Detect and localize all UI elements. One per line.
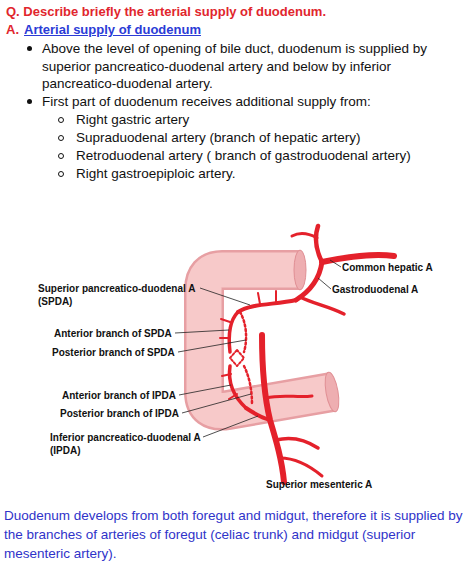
anterior-spda xyxy=(229,312,238,352)
sma-branch xyxy=(266,396,312,398)
bullet-ring xyxy=(58,153,64,159)
answer-heading: Arterial supply of duodenum xyxy=(24,22,201,38)
artery-label: Anterior branch of SPDA xyxy=(54,327,172,340)
page-title: Q. Describe briefly the arterial supply … xyxy=(6,4,326,20)
duodenum-cut-end xyxy=(294,250,306,290)
bullet-ring xyxy=(58,135,64,141)
leader-line xyxy=(178,340,246,352)
leader-line xyxy=(200,288,250,305)
artery-label: Posterior branch of SPDA xyxy=(52,346,175,359)
bullet-disc xyxy=(27,99,32,104)
posterior-spda xyxy=(240,312,246,352)
common-hepatic-artery xyxy=(322,255,394,262)
bullet-disc xyxy=(27,46,32,51)
posterior-ipda xyxy=(244,366,252,404)
anastomosis-loop xyxy=(230,350,244,366)
leader-line xyxy=(179,385,231,395)
gastroduodenal-artery xyxy=(296,262,322,300)
artery-label: Superior pancreatico-duodenal A (SPDA) xyxy=(38,282,213,308)
right-gastroepiploic-artery xyxy=(300,297,344,314)
sub-bullet-text: Right gastroepiploic artery. xyxy=(76,165,466,183)
artery-label: Anterior branch of IPDA xyxy=(62,389,176,402)
bullet-ring xyxy=(58,117,64,123)
duodenum-cut-end xyxy=(323,371,342,412)
anterior-ipda xyxy=(230,366,246,408)
duodenum-wall xyxy=(204,270,332,411)
bullet-ring xyxy=(58,171,64,177)
leader-line xyxy=(175,330,229,333)
sma-branch xyxy=(276,438,318,448)
right-gastric-artery xyxy=(292,234,317,238)
sub-bullet-text: Right gastric artery xyxy=(76,111,466,129)
spda-trunk xyxy=(238,300,296,312)
artery-label: Inferior pancreatico-duodenal A (IPDA) xyxy=(50,431,220,457)
sub-bullet-text: Retroduodenal artery ( branch of gastrod… xyxy=(76,147,466,165)
artery-label: Superior mesenteric A xyxy=(266,478,372,491)
answer-mark: A. xyxy=(6,22,19,38)
hepatic-artery xyxy=(316,226,322,262)
superior-mesenteric-artery xyxy=(262,335,284,482)
bullet-text: First part of duodenum receives addition… xyxy=(42,93,467,111)
sma-branch xyxy=(280,458,322,476)
page-caption: Duodenum develops from both foregut and … xyxy=(4,506,472,563)
leader-line xyxy=(318,278,331,289)
artery-label: Common hepatic A xyxy=(342,261,433,274)
duodenum-lumen xyxy=(204,270,332,411)
vasa-recta xyxy=(220,291,276,399)
sub-bullet-text: Supraduodenal artery (branch of hepatic … xyxy=(76,129,466,147)
artery-label: Posterior branch of IPDA xyxy=(60,407,179,420)
leader-line xyxy=(330,260,341,267)
bullet-text: Above the level of opening of bile duct,… xyxy=(42,40,467,93)
leader-line xyxy=(182,394,251,413)
artery-label: Gastroduodenal A xyxy=(332,283,418,296)
leader-line xyxy=(203,416,258,437)
